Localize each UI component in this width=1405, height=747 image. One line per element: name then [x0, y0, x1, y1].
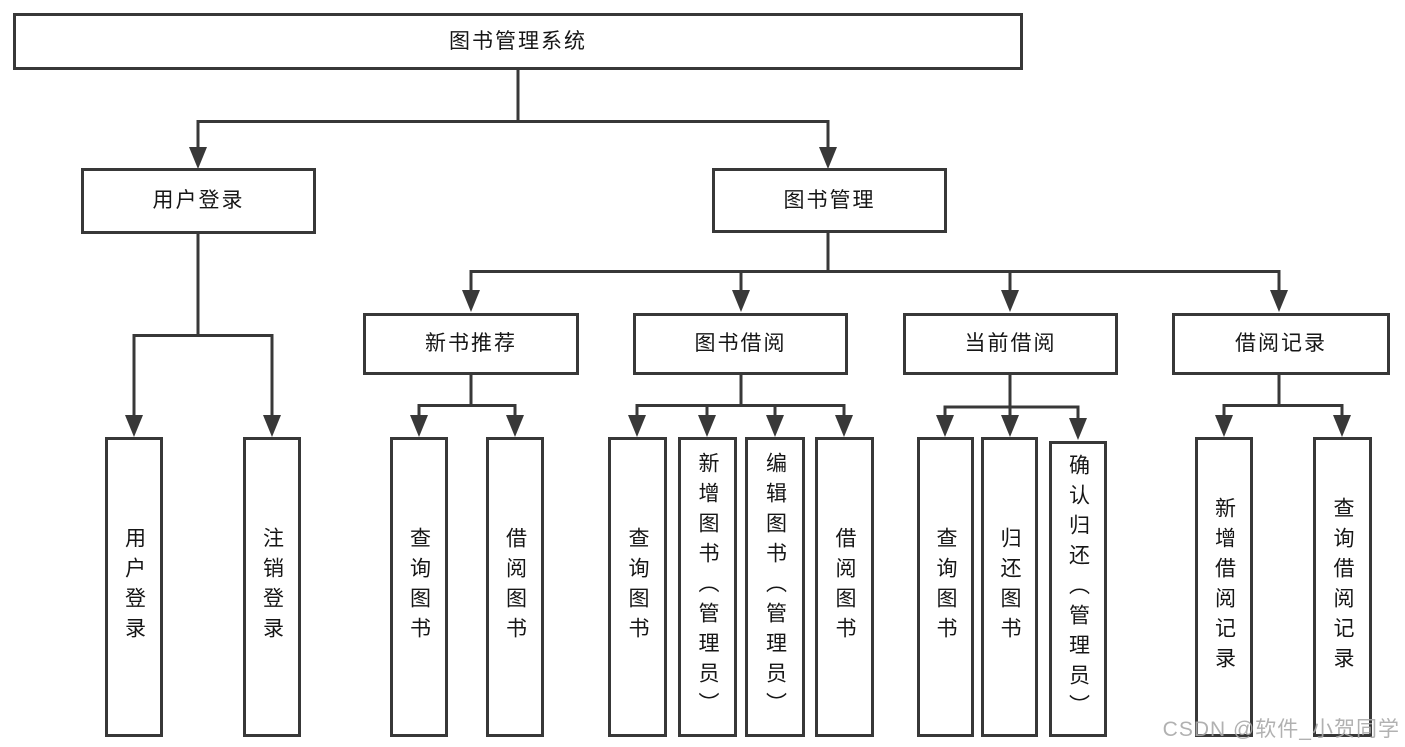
arrowheads [125, 147, 1351, 440]
csdn-watermark: CSDN @软件_小贺同学 [1162, 718, 1400, 741]
leaf-confirm-return-admin: 确认归还（管理员） [1049, 441, 1107, 737]
arrow-down-icon [462, 290, 480, 312]
node-borrowing-records: 借阅记录 [1172, 313, 1390, 375]
arrow-down-icon [1069, 418, 1087, 440]
leaf-return-books: 归还图书 [981, 437, 1038, 737]
node-current-borrowing: 当前借阅 [903, 313, 1118, 375]
leaf-logout: 注销登录 [243, 437, 301, 737]
leaf-edit-books-admin: 编辑图书（管理员） [745, 437, 805, 737]
leaf-query-borrow-record: 查询借阅记录 [1313, 437, 1372, 737]
arrow-down-icon [698, 415, 716, 437]
arrow-down-icon [835, 415, 853, 437]
arrow-down-icon [766, 415, 784, 437]
arrow-down-icon [506, 415, 524, 437]
node-book-management: 图书管理 [712, 168, 947, 233]
leaf-query-books-borrowing: 查询图书 [608, 437, 667, 737]
arrow-down-icon [410, 415, 428, 437]
node-library-management-system: 图书管理系统 [13, 13, 1023, 70]
node-new-book-recommendation: 新书推荐 [363, 313, 579, 375]
arrow-down-icon [1215, 415, 1233, 437]
arrow-down-icon [1333, 415, 1351, 437]
arrow-down-icon [125, 415, 143, 437]
node-book-borrowing: 图书借阅 [633, 313, 848, 375]
arrow-down-icon [732, 290, 750, 312]
arrow-down-icon [819, 147, 837, 169]
leaf-add-borrow-record: 新增借阅记录 [1195, 437, 1253, 737]
connector-paths [132, 70, 1344, 421]
arrow-down-icon [936, 415, 954, 437]
node-user-login: 用户登录 [81, 168, 316, 234]
leaf-borrow-books-recommend: 借阅图书 [486, 437, 544, 737]
leaf-user-login: 用户登录 [105, 437, 163, 737]
arrow-down-icon [189, 147, 207, 169]
arrow-down-icon [263, 415, 281, 437]
arrow-down-icon [1001, 290, 1019, 312]
arrow-down-icon [1270, 290, 1288, 312]
arrow-down-icon [628, 415, 646, 437]
arrow-down-icon [1001, 415, 1019, 437]
leaf-query-books-current: 查询图书 [917, 437, 974, 737]
leaf-add-books-admin: 新增图书（管理员） [678, 437, 737, 737]
leaf-borrow-books: 借阅图书 [815, 437, 874, 737]
leaf-query-books-recommend: 查询图书 [390, 437, 448, 737]
